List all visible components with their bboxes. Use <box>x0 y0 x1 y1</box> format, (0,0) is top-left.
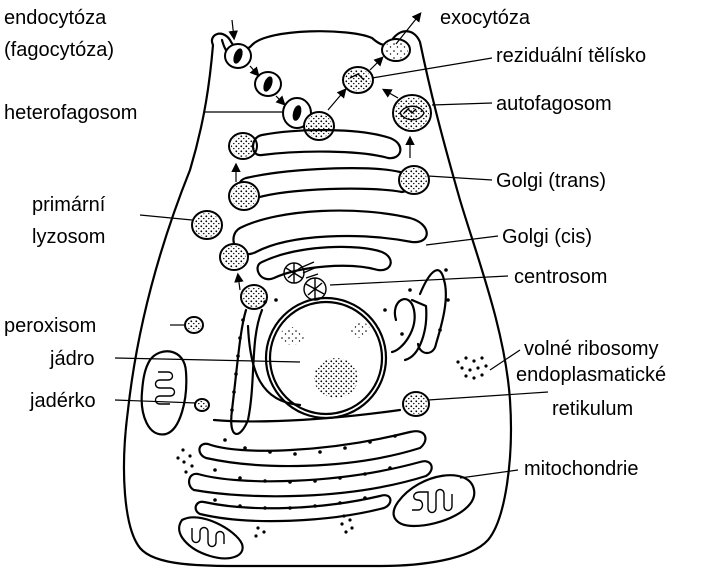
mitochondrion-left <box>142 351 187 434</box>
label-heterofagosom: heterofagosom <box>4 102 137 124</box>
nucleus <box>266 298 386 418</box>
label-golgi-trans: Golgi (trans) <box>496 170 606 192</box>
golgi-cisterna-4 <box>258 247 391 279</box>
label-primarni: primární <box>32 194 105 216</box>
label-endoplasmaticke: endoplasmatické <box>516 364 666 386</box>
label-endocytoza: endocytóza <box>4 7 106 29</box>
label-retikulum: retikulum <box>552 398 633 420</box>
label-rezidualni-telisko: reziduální tělísko <box>496 45 646 67</box>
label-lyzosom: lyzosom <box>32 226 105 248</box>
golgi-cisterna-2 <box>239 168 414 199</box>
label-peroxisom: peroxisom <box>4 315 96 337</box>
label-golgi-cis: Golgi (cis) <box>502 226 592 248</box>
label-fagocytoza: (fagocytóza) <box>4 39 114 61</box>
label-jaderko: jadérko <box>30 390 96 412</box>
label-mitochondrie: mitochondrie <box>524 458 639 480</box>
label-centrosom: centrosom <box>514 266 607 288</box>
label-volne-ribosomy: volné ribosomy <box>524 338 659 360</box>
nucleolus <box>314 358 358 398</box>
label-exocytoza: exocytóza <box>440 7 530 29</box>
label-jadro: jádro <box>50 348 94 370</box>
label-autofagosom: autofagosom <box>496 93 612 115</box>
mitochondrion-bottom <box>179 517 242 558</box>
